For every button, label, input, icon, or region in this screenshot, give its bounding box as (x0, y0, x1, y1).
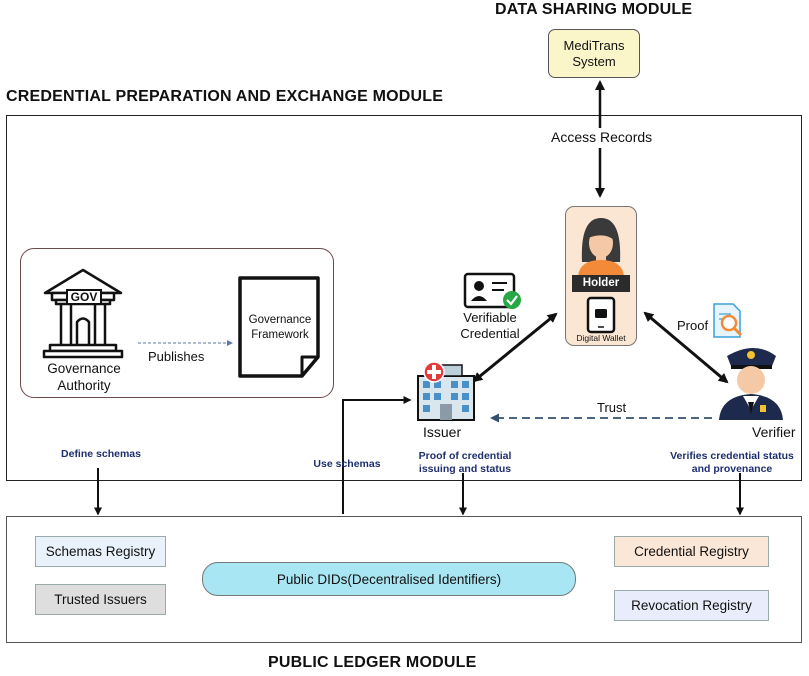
gov-sign: GOV (66, 289, 102, 305)
governance-group-box (20, 248, 334, 398)
verifiable-credential-line2: Credential (460, 326, 520, 341)
id-card-icon (463, 272, 521, 309)
credential-registry[interactable]: Credential Registry (614, 536, 769, 567)
arrow-issuer-holder (472, 312, 558, 383)
governance-authority-line2: Authority (57, 378, 111, 393)
holder-avatar-icon (578, 218, 624, 276)
police-officer-icon (719, 348, 783, 420)
credential-module-title: CREDENTIAL PREPARATION AND EXCHANGE MODU… (6, 88, 444, 105)
digital-wallet-label: Digital Wallet (576, 333, 626, 343)
define-schemas-label: Define schemas (61, 448, 141, 460)
phone-wallet-icon (586, 296, 616, 334)
verifies-status-line2: and provenance (691, 463, 773, 475)
meditrans-line2: System (572, 53, 616, 69)
arrow-holder-verifier (643, 311, 729, 384)
government-building-icon (42, 268, 124, 359)
schemas-registry[interactable]: Schemas Registry (35, 536, 166, 567)
trusted-issuers[interactable]: Trusted Issuers (35, 584, 166, 615)
trust-label: Trust (597, 400, 627, 415)
revocation-registry[interactable]: Revocation Registry (614, 590, 769, 621)
access-records-label: Access Records (551, 129, 653, 145)
proof-label: Proof (677, 318, 709, 333)
use-schemas-label: Use schemas (313, 458, 381, 470)
verifiable-credential-line1: Verifiable (463, 310, 517, 325)
meditrans-line1: MediTrans (563, 37, 625, 53)
proof-of-credential-label: Proof of credential issuing and status (413, 450, 517, 476)
public-ledger-module-title: PUBLIC LEDGER MODULE (268, 654, 477, 671)
governance-framework-line1: Governance (248, 314, 312, 326)
issuer-label[interactable]: Issuer (423, 424, 462, 440)
verifiable-credential-label: Verifiable Credential (450, 310, 530, 342)
proof-of-credential-line1: Proof of credential (418, 450, 512, 462)
hospital-icon (417, 361, 475, 421)
credential-module-frame (6, 115, 802, 481)
holder-badge: Holder (582, 277, 620, 289)
verifier-label[interactable]: Verifier (752, 424, 796, 440)
governance-framework-line2: Framework (251, 329, 309, 341)
meditrans-system-box[interactable]: MediTrans System (548, 29, 640, 78)
arrow-use-schemas (342, 396, 412, 514)
verifies-status-line1: Verifies credential status (670, 450, 794, 462)
proof-of-credential-line2: issuing and status (418, 463, 512, 475)
holder-badge-bg (572, 275, 630, 292)
governance-authority-line1: Governance (47, 361, 121, 376)
public-ledger-frame (6, 516, 802, 643)
governance-authority-label[interactable]: Governance Authority (38, 360, 130, 394)
verifies-status-label: Verifies credential status and provenanc… (664, 450, 800, 476)
data-sharing-module-title: DATA SHARING MODULE (495, 1, 693, 18)
governance-framework-label[interactable]: Governance Framework (243, 313, 317, 343)
publishes-label: Publishes (148, 349, 205, 364)
document-icon (238, 276, 320, 378)
proof-search-icon (713, 303, 743, 338)
public-dids[interactable]: Public DIDs(Decentralised Identifiers) (202, 562, 576, 596)
